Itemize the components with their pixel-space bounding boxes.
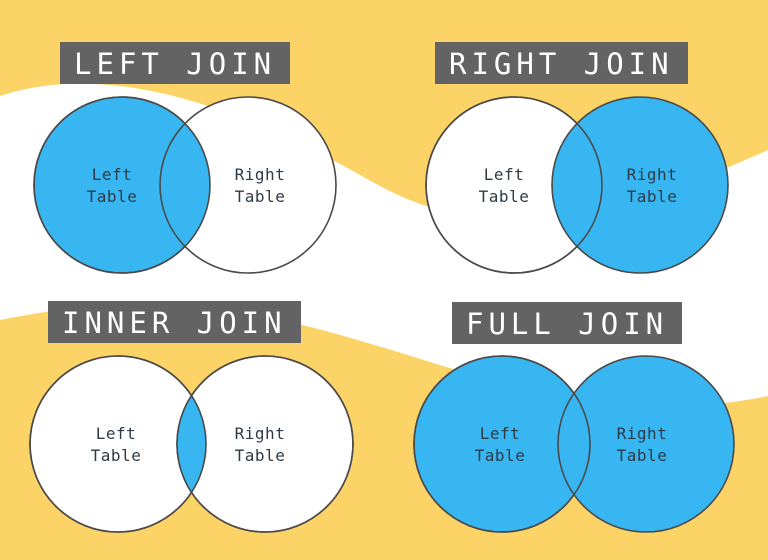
- venn-diagram-full-join: [413, 355, 735, 533]
- venn-label-right-table: Right Table: [234, 165, 286, 206]
- venn-diagram-right-join: [425, 96, 729, 274]
- panel-full-join: FULL JOIN Left Table Right Table: [384, 280, 768, 560]
- venn-diagram-left-join: [33, 96, 337, 274]
- venn-label-left-table: Left Table: [474, 424, 526, 465]
- venn-label-left-table: Left Table: [90, 424, 142, 465]
- venn-circle-left-outline: [425, 96, 603, 274]
- venn-circle-right: [552, 97, 728, 273]
- panel-title-inner-join: INNER JOIN: [48, 301, 301, 343]
- venn-label-left-table: Left Table: [86, 165, 138, 206]
- venn-circle-right-outline: [159, 96, 337, 274]
- panel-title-right-join: RIGHT JOIN: [435, 42, 688, 84]
- venn-circle-right-outline: [176, 355, 354, 533]
- panel-title-full-join: FULL JOIN: [452, 302, 683, 344]
- venn-circle-left-outline: [29, 355, 207, 533]
- venn-label-left-table: Left Table: [478, 165, 530, 206]
- panel-right-join: RIGHT JOIN Left Table Right Table: [384, 0, 768, 280]
- venn-circle-left-outline: [33, 96, 211, 274]
- venn-label-right-table: Right Table: [234, 424, 286, 465]
- panel-inner-join: INNER JOIN Left Table Right Table: [0, 280, 384, 560]
- venn-label-right-table: Right Table: [626, 165, 678, 206]
- panel-left-join: LEFT JOIN Left Table Right Table: [0, 0, 384, 280]
- venn-circle-right-outline: [551, 96, 729, 274]
- venn-diagram-inner-join: [29, 355, 354, 533]
- venn-circle-right: [160, 97, 336, 273]
- venn-label-right-table: Right Table: [616, 424, 668, 465]
- venn-circle-right: [557, 355, 735, 533]
- panel-title-left-join: LEFT JOIN: [60, 42, 291, 84]
- venn-overlap-region: [413, 355, 591, 533]
